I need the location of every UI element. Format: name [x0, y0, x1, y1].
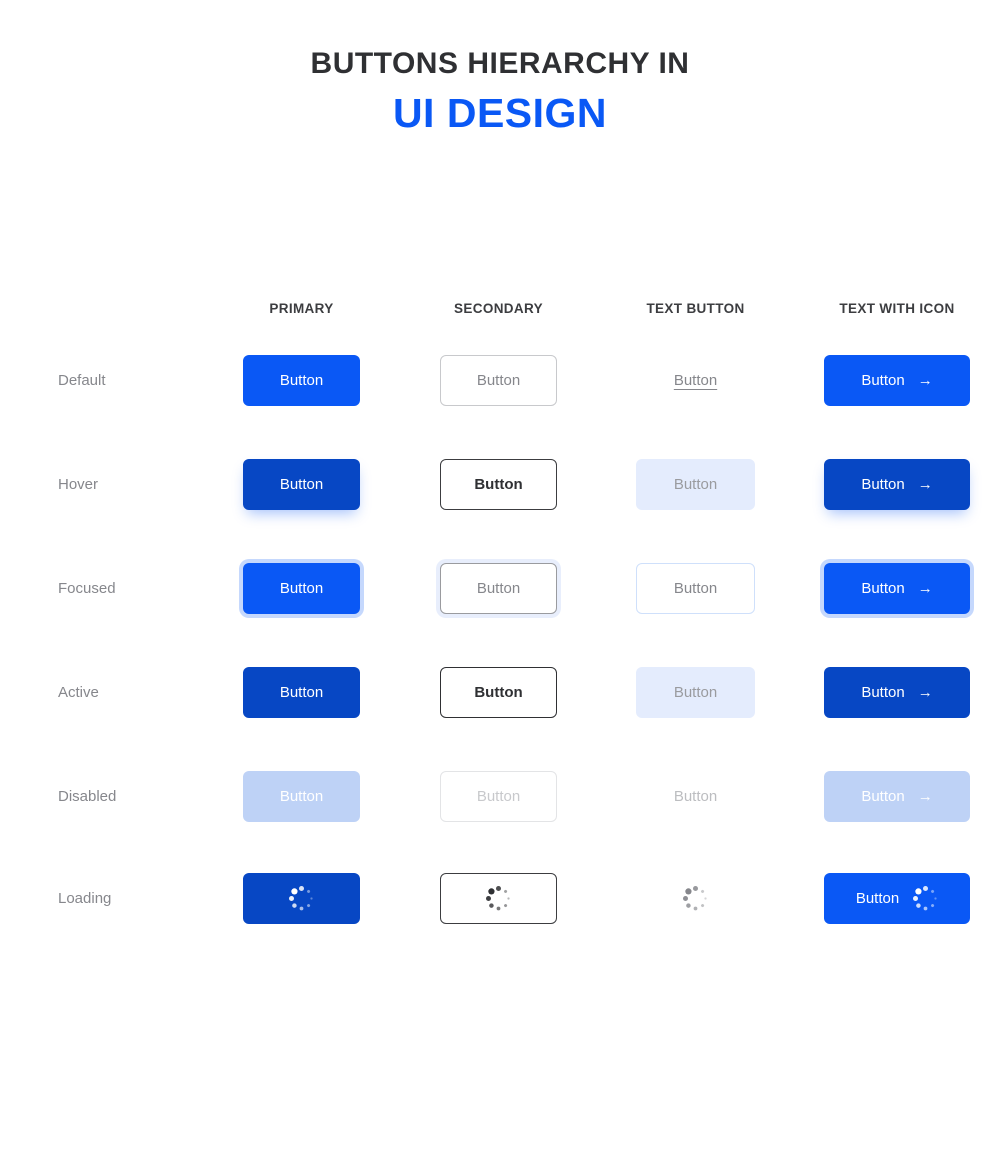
button-label: Button [673, 371, 718, 389]
cell-icon-focused: Button → [794, 562, 1000, 614]
state-row-focused: Focused Button Button Button Button → [0, 536, 1000, 640]
cell-text-focused: Button [597, 562, 794, 614]
text-button-disabled: Button [669, 771, 722, 822]
column-header-text: TEXT BUTTON [646, 300, 745, 316]
button-label: Button [474, 683, 523, 701]
cell-primary-loading [203, 872, 400, 924]
cell-icon-hover: Button → [794, 458, 1000, 510]
secondary-button-active[interactable]: Button [440, 666, 557, 718]
cell-secondary-loading [400, 872, 597, 924]
cell-icon-loading: Button [794, 872, 1000, 924]
cell-primary-hover: Button [203, 458, 400, 510]
primary-button-focused[interactable]: Button [243, 562, 360, 614]
button-label: Button [279, 787, 324, 805]
button-label: Button [673, 579, 718, 597]
button-label: Button [855, 889, 900, 907]
icon-button-focused[interactable]: Button → [824, 562, 970, 614]
cell-primary-active: Button [203, 666, 400, 718]
primary-button-loading [243, 872, 360, 924]
button-label: Button [673, 787, 718, 805]
cell-secondary-disabled: Button [400, 770, 597, 822]
primary-button-active[interactable]: Button [243, 666, 360, 718]
button-label: Button [476, 371, 521, 389]
loading-spinner-icon [486, 885, 512, 911]
secondary-button-default[interactable]: Button [440, 354, 557, 406]
primary-button-default[interactable]: Button [243, 354, 360, 406]
state-row-hover: Hover Button Button Button Button → [0, 432, 1000, 536]
cell-secondary-default: Button [400, 354, 597, 406]
secondary-button-hover[interactable]: Button [440, 458, 557, 510]
text-button-hover[interactable]: Button [636, 458, 755, 510]
row-label-loading: Loading [58, 889, 112, 907]
button-label: Button [861, 475, 905, 493]
row-label-hover: Hover [58, 475, 99, 493]
row-label-disabled: Disabled [58, 787, 117, 805]
arrow-right-icon: → [917, 787, 933, 805]
page-title: BUTTONS HIERARCHY IN UI DESIGN [0, 0, 1000, 139]
column-header-secondary: SECONDARY [454, 300, 543, 316]
cell-text-default: Button [597, 355, 794, 406]
button-label: Button [861, 371, 905, 389]
column-header-row: PRIMARY SECONDARY TEXT BUTTON TEXT WITH … [0, 288, 1000, 328]
button-label: Button [861, 579, 905, 597]
text-button-loading [678, 873, 714, 924]
button-states-matrix: PRIMARY SECONDARY TEXT BUTTON TEXT WITH … [0, 288, 1000, 948]
cell-primary-focused: Button [203, 562, 400, 614]
secondary-button-disabled: Button [440, 770, 557, 822]
primary-button-disabled: Button [243, 770, 360, 822]
button-label: Button [673, 683, 718, 701]
arrow-right-icon: → [917, 683, 933, 701]
button-label: Button [279, 475, 324, 493]
text-button-default[interactable]: Button [669, 355, 722, 406]
cell-text-hover: Button [597, 458, 794, 510]
cell-text-disabled: Button [597, 771, 794, 822]
cell-icon-default: Button → [794, 354, 1000, 406]
cell-primary-disabled: Button [203, 770, 400, 822]
icon-button-disabled: Button → [824, 770, 970, 822]
text-button-active[interactable]: Button [636, 666, 755, 718]
row-label-active: Active [58, 683, 99, 701]
loading-spinner-icon [289, 885, 315, 911]
cell-text-active: Button [597, 666, 794, 718]
cell-secondary-active: Button [400, 666, 597, 718]
column-header-primary: PRIMARY [269, 300, 334, 316]
state-row-disabled: Disabled Button Button Button Button → [0, 744, 1000, 848]
secondary-button-focused[interactable]: Button [440, 562, 557, 614]
arrow-right-icon: → [917, 579, 933, 597]
button-label: Button [861, 683, 905, 701]
icon-button-default[interactable]: Button → [824, 354, 970, 406]
icon-button-hover[interactable]: Button → [824, 458, 970, 510]
state-row-loading: Loading [0, 848, 1000, 948]
secondary-button-loading [440, 872, 557, 924]
loading-spinner-icon [912, 885, 938, 911]
arrow-right-icon: → [917, 475, 933, 493]
cell-primary-default: Button [203, 354, 400, 406]
button-label: Button [279, 371, 324, 389]
state-row-active: Active Button Button Button Button → [0, 640, 1000, 744]
state-row-default: Default Button Button Button Button → [0, 328, 1000, 432]
cell-secondary-hover: Button [400, 458, 597, 510]
primary-button-hover[interactable]: Button [243, 458, 360, 510]
text-button-focused[interactable]: Button [636, 562, 755, 614]
loading-spinner-icon [683, 885, 709, 911]
arrow-right-icon: → [917, 371, 933, 389]
button-label: Button [476, 579, 521, 597]
button-label: Button [474, 475, 523, 493]
cell-text-loading [597, 873, 794, 924]
row-label-default: Default [58, 371, 106, 389]
button-label: Button [673, 475, 718, 493]
cell-secondary-focused: Button [400, 562, 597, 614]
title-line-primary: BUTTONS HIERARCHY IN [310, 47, 690, 80]
cell-icon-disabled: Button → [794, 770, 1000, 822]
icon-button-loading: Button [824, 872, 970, 924]
column-header-icon: TEXT WITH ICON [839, 300, 955, 316]
icon-button-active[interactable]: Button → [824, 666, 970, 718]
row-label-focused: Focused [58, 579, 116, 597]
button-label: Button [861, 787, 905, 805]
button-label: Button [476, 787, 521, 805]
button-label: Button [279, 579, 324, 597]
title-line-accent: UI DESIGN [392, 90, 608, 136]
cell-icon-active: Button → [794, 666, 1000, 718]
button-label: Button [279, 683, 324, 701]
